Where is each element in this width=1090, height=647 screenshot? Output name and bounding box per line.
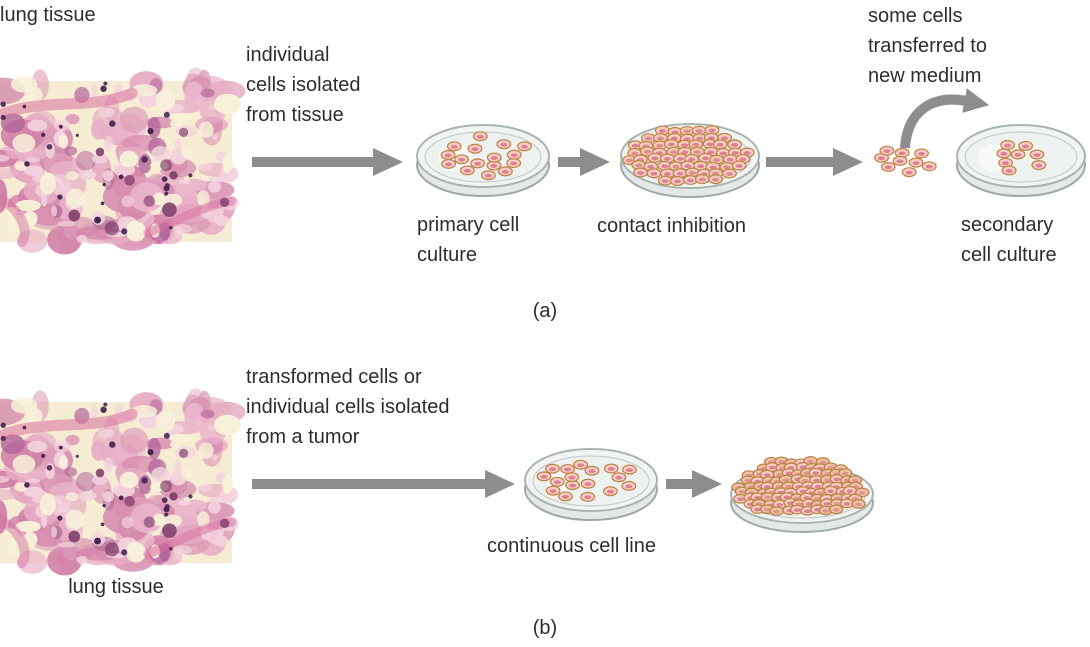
petri-dish-primary-culture — [416, 124, 550, 197]
transfer-to-new-medium-text: some cells transferred to new medium — [868, 5, 987, 87]
flow-arrow-icon — [252, 470, 515, 498]
primary-culture-label: primary cell culture — [417, 214, 520, 266]
panel-b-caption: (b) — [532, 617, 558, 639]
secondary-culture-label: secondary cell culture — [961, 214, 1057, 266]
lung-tissue-label: lung tissue — [0, 4, 96, 26]
flow-arrow-icon — [666, 470, 722, 498]
petri-dish-contact-inhibition — [620, 123, 760, 198]
lung-tissue-image — [0, 388, 246, 576]
panel-a-caption: (a) — [532, 300, 558, 322]
petri-dish-continuous-line — [524, 448, 658, 521]
flow-arrow-icon — [766, 148, 863, 176]
flow-arrow-icon — [252, 148, 403, 176]
transfer-arrow-icon — [900, 88, 990, 149]
lung-tissue-image — [0, 67, 246, 255]
petri-dish-secondary-culture — [956, 124, 1086, 197]
isolate-from-tissue-text: individual cells isolated from tissue — [246, 44, 361, 126]
isolate-from-tumor-text: transformed cells or individual cells is… — [246, 366, 450, 448]
continuous-line-label: continuous cell line — [487, 535, 656, 557]
petri-dish-overgrown-culture — [730, 456, 874, 533]
contact-inhibition-label: contact inhibition — [597, 215, 746, 237]
lung-tissue-label: lung tissue — [68, 576, 164, 598]
flow-arrow-icon — [558, 148, 610, 176]
transferred-cells-cluster — [874, 145, 937, 178]
